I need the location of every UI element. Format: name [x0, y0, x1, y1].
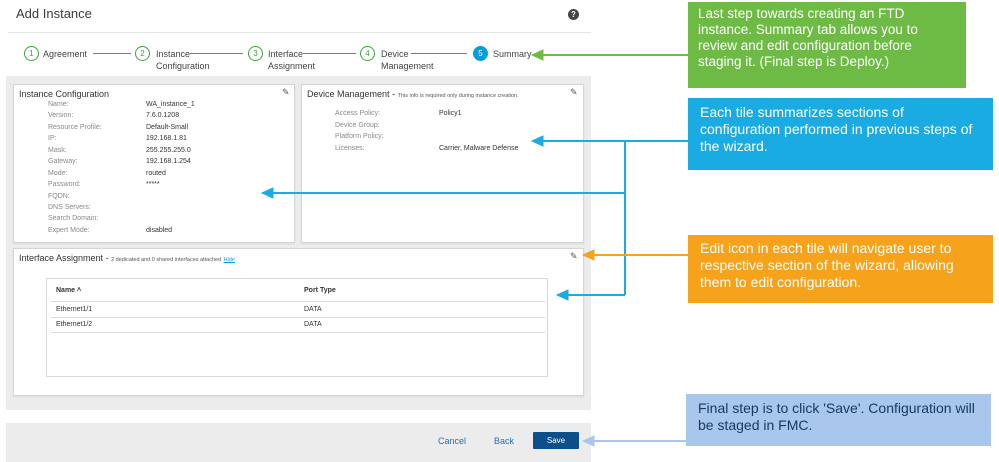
column-header-label: Name: [56, 287, 76, 294]
sort-icon: ˄: [77, 287, 82, 294]
field-label: Search Domain:: [48, 215, 99, 222]
field-value: 192.168.1.81: [146, 135, 187, 142]
back-button[interactable]: Back: [494, 436, 515, 446]
device-management-tile: [301, 84, 584, 243]
device-management-title: Device Management: [307, 89, 390, 99]
step-1-label[interactable]: Agreement: [43, 49, 88, 59]
field-value: 7.6.0.1208: [146, 112, 180, 119]
callout-save: Final step is to click 'Save'. Configura…: [686, 394, 991, 446]
footer-bar: [6, 423, 591, 462]
interface-assignment-note: 2 dedicated and 0 shared interfaces atta…: [111, 257, 222, 263]
field-label: Licenses:: [335, 145, 365, 152]
orange-arrow: [581, 249, 688, 261]
field-label: Mode:: [48, 170, 68, 177]
device-management-header: Device Management - This info is require…: [307, 89, 567, 99]
table-cell-port-type: DATA: [304, 306, 322, 313]
step-4-label[interactable]: Device Management: [381, 49, 434, 71]
step-connector: [93, 53, 131, 54]
green-arrow: [530, 49, 688, 61]
field-label: FQDN:: [48, 193, 70, 200]
lightblue-arrow: [581, 435, 686, 447]
field-value: routed: [146, 170, 166, 177]
field-value: Carrier, Malware Defense: [439, 145, 519, 152]
field-label: Gateway:: [48, 158, 78, 165]
field-label: Resource Profile:: [48, 124, 102, 131]
step-3-number[interactable]: 3: [248, 46, 263, 61]
field-label: Name:: [48, 101, 69, 108]
row-divider: [51, 317, 545, 318]
step-3-label[interactable]: Interface Assignment: [268, 49, 316, 71]
cancel-button[interactable]: Cancel: [438, 436, 467, 446]
field-value: WA_instance_1: [146, 101, 195, 108]
step-5-label[interactable]: Summary: [493, 49, 532, 59]
field-label: Device Group:: [335, 122, 380, 129]
instance-configuration-title: Instance Configuration: [19, 89, 110, 99]
title-separator: -: [105, 253, 109, 263]
callout-summary-step: Last step towards creating an FTD instan…: [688, 2, 966, 88]
column-header-port-type[interactable]: Port Type: [304, 287, 336, 294]
field-label: Expert Mode:: [48, 227, 90, 234]
field-value: Default-Small: [146, 124, 189, 131]
instance-configuration-tile: [13, 84, 295, 243]
interface-assignment-header: Interface Assignment - 2 dedicated and 0…: [19, 253, 419, 263]
help-icon[interactable]: ?: [568, 9, 579, 20]
callout-tiles: Each tile summarizes sections of configu…: [688, 98, 993, 170]
field-label: Platform Policy:: [335, 133, 384, 140]
interfaces-table: Name ˄ Port Type Ethernet1/1 DATA Ethern…: [46, 278, 548, 377]
step-2-number[interactable]: 2: [135, 46, 150, 61]
step-connector: [303, 53, 356, 54]
step-connector: [190, 53, 243, 54]
field-value: 255.255.255.0: [146, 147, 191, 154]
title-separator: -: [392, 89, 396, 99]
step-5-number[interactable]: 5: [473, 46, 488, 61]
field-value: disabled: [146, 227, 173, 234]
header-divider: [8, 32, 591, 33]
field-value: Policy1: [439, 110, 462, 117]
field-label: Mask:: [48, 147, 67, 154]
table-cell-name: Ethernet1/1: [56, 306, 93, 313]
step-connector: [411, 53, 467, 54]
field-label: IP:: [48, 135, 57, 142]
pencil-icon[interactable]: ✎: [570, 87, 578, 97]
table-cell-port-type: DATA: [304, 321, 322, 328]
field-label: Password:: [48, 181, 81, 188]
hide-link[interactable]: Hide: [223, 257, 235, 263]
blue-arrows: [260, 135, 688, 301]
row-divider: [51, 332, 545, 333]
page-title: Add Instance: [16, 6, 92, 21]
table-cell-name: Ethernet1/2: [56, 321, 93, 328]
field-label: Access Policy:: [335, 110, 381, 117]
field-label: DNS Servers:: [48, 204, 91, 211]
device-management-note: This info is required only during instan…: [397, 93, 519, 99]
column-header-name[interactable]: Name ˄: [56, 287, 81, 294]
field-label: Version:: [48, 112, 74, 119]
callout-edit-icon: Edit icon in each tile will navigate use…: [688, 235, 993, 303]
save-button[interactable]: Save: [533, 432, 579, 449]
field-value: 192.168.1.254: [146, 158, 191, 165]
field-value: *****: [146, 181, 160, 188]
pencil-icon[interactable]: ✎: [570, 251, 578, 261]
row-divider: [51, 301, 545, 302]
interface-assignment-title: Interface Assignment: [19, 253, 104, 263]
step-4-number[interactable]: 4: [360, 46, 375, 61]
pencil-icon[interactable]: ✎: [282, 87, 290, 97]
step-2-label[interactable]: Instance Configuration: [156, 49, 210, 71]
step-1-number[interactable]: 1: [24, 46, 39, 61]
